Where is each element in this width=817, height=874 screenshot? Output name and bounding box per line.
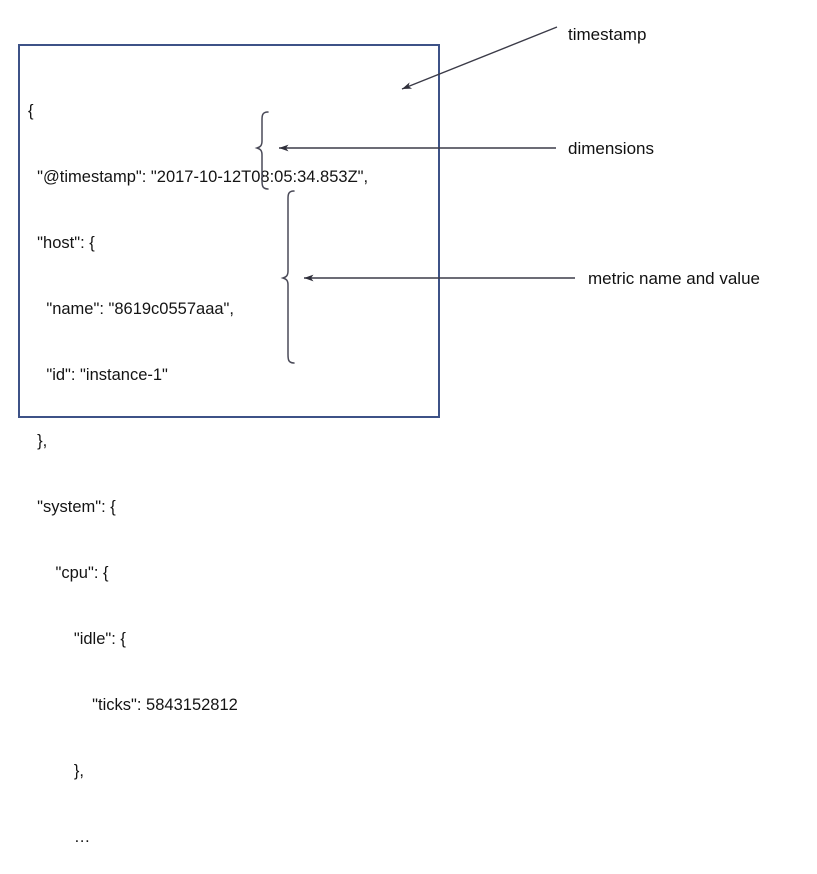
annotation-label-metric-name-and-value: metric name and value [588, 269, 760, 288]
json-line-system-open: "system": { [28, 498, 116, 516]
json-line-cpu-open: "cpu": { [28, 564, 109, 582]
json-line-host-close: }, [28, 432, 48, 450]
json-document-code: { "@timestamp": "2017-10-12T08:05:34.853… [28, 56, 428, 874]
json-line-ticks: "ticks": 5843152812 [28, 696, 238, 714]
json-line-open-brace: { [28, 102, 34, 120]
json-document-box [18, 44, 440, 418]
annotation-label-timestamp: timestamp [568, 25, 647, 44]
json-line-host-open: "host": { [28, 234, 95, 252]
json-line-idle-close: }, [28, 762, 84, 780]
json-line-timestamp: "@timestamp": "2017-10-12T08:05:34.853Z"… [28, 168, 369, 186]
json-line-host-name: "name": "8619c0557aaa", [28, 300, 234, 318]
json-line-ellipsis: … [28, 828, 91, 846]
json-line-idle-open: "idle": { [28, 630, 126, 648]
diagram-canvas: { "@timestamp": "2017-10-12T08:05:34.853… [18, 25, 760, 846]
json-line-host-id: "id": "instance-1" [28, 366, 168, 384]
annotation-label-dimensions: dimensions [568, 139, 654, 158]
